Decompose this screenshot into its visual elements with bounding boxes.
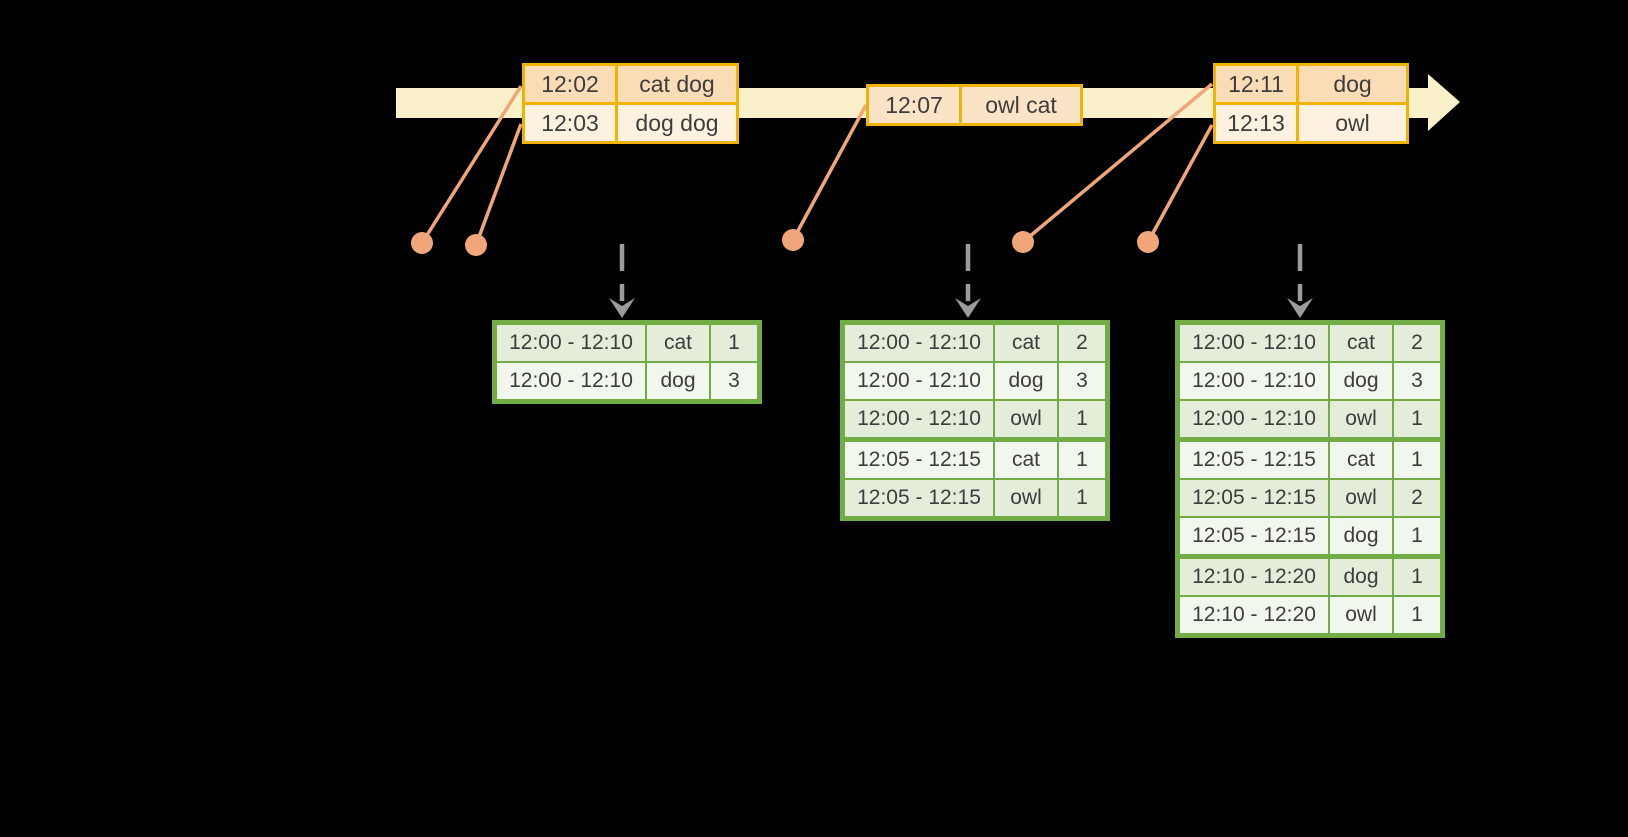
event-time-cell: 12:02 bbox=[522, 63, 618, 105]
count-cell: 3 bbox=[1057, 361, 1109, 401]
table-row: 12:00 - 12:10 owl 1 bbox=[841, 399, 1109, 442]
window-cell: 12:00 - 12:10 bbox=[1176, 321, 1330, 363]
table-row: 12:07 owl cat bbox=[866, 84, 1083, 126]
event-words-cell: cat dog bbox=[615, 63, 739, 105]
table-row: 12:00 - 12:10 dog 3 bbox=[1176, 361, 1444, 401]
table-row: 12:13 owl bbox=[1213, 102, 1409, 144]
table-row: 12:03 dog dog bbox=[522, 102, 739, 144]
event-dot bbox=[1137, 231, 1159, 253]
word-cell: dog bbox=[993, 361, 1059, 401]
count-cell: 1 bbox=[1057, 438, 1109, 480]
table-row: 12:00 - 12:10 cat 2 bbox=[1176, 321, 1444, 363]
event-table-1: 12:02 cat dog 12:03 dog dog bbox=[522, 63, 739, 144]
window-cell: 12:00 - 12:10 bbox=[493, 321, 647, 363]
word-cell: owl bbox=[993, 399, 1059, 442]
word-cell: cat bbox=[993, 438, 1059, 480]
table-row: 12:00 - 12:10 cat 2 bbox=[841, 321, 1109, 363]
event-dot bbox=[411, 232, 433, 254]
event-time-cell: 12:11 bbox=[1213, 63, 1299, 105]
table-row: 12:05 - 12:15 cat 1 bbox=[1176, 438, 1444, 480]
word-cell: cat bbox=[1328, 321, 1394, 363]
count-cell: 1 bbox=[1392, 555, 1444, 597]
event-table-2: 12:07 owl cat bbox=[866, 84, 1083, 126]
count-cell: 2 bbox=[1392, 321, 1444, 363]
window-cell: 12:05 - 12:15 bbox=[841, 438, 995, 480]
count-cell: 1 bbox=[1057, 399, 1109, 442]
table-row: 12:02 cat dog bbox=[522, 63, 739, 105]
table-row: 12:00 - 12:10 dog 3 bbox=[493, 361, 761, 403]
event-connector-line bbox=[1146, 124, 1214, 243]
table-row: 12:05 - 12:15 dog 1 bbox=[1176, 516, 1444, 559]
count-cell: 1 bbox=[1392, 399, 1444, 442]
table-row: 12:10 - 12:20 dog 1 bbox=[1176, 555, 1444, 597]
table-row: 12:00 - 12:10 owl 1 bbox=[1176, 399, 1444, 442]
table-row: 12:10 - 12:20 owl 1 bbox=[1176, 595, 1444, 637]
count-cell: 3 bbox=[1392, 361, 1444, 401]
event-time-cell: 12:13 bbox=[1213, 102, 1299, 144]
window-cell: 12:00 - 12:10 bbox=[1176, 361, 1330, 401]
word-cell: dog bbox=[1328, 555, 1394, 597]
count-cell: 2 bbox=[1392, 478, 1444, 518]
count-cell: 3 bbox=[709, 361, 761, 403]
event-table-3: 12:11 dog 12:13 owl bbox=[1213, 63, 1409, 144]
table-row: 12:05 - 12:15 owl 1 bbox=[841, 478, 1109, 520]
window-cell: 12:00 - 12:10 bbox=[841, 399, 995, 442]
word-cell: cat bbox=[993, 321, 1059, 363]
result-table-1: 12:00 - 12:10 cat 1 12:00 - 12:10 dog 3 bbox=[492, 320, 762, 404]
event-connector-line bbox=[420, 85, 523, 244]
event-words-cell: dog bbox=[1296, 63, 1409, 105]
event-dot bbox=[1012, 231, 1034, 253]
window-cell: 12:05 - 12:15 bbox=[1176, 438, 1330, 480]
count-cell: 2 bbox=[1057, 321, 1109, 363]
word-cell: owl bbox=[1328, 399, 1394, 442]
word-cell: dog bbox=[1328, 361, 1394, 401]
count-cell: 1 bbox=[709, 321, 761, 363]
timeline-arrowhead-icon bbox=[1428, 74, 1460, 131]
result-table-3: 12:00 - 12:10 cat 2 12:00 - 12:10 dog 3 … bbox=[1175, 320, 1445, 638]
trigger-arrowhead-icon bbox=[1287, 298, 1313, 318]
window-cell: 12:05 - 12:15 bbox=[1176, 478, 1330, 518]
table-row: 12:00 - 12:10 cat 1 bbox=[493, 321, 761, 363]
event-words-cell: owl cat bbox=[959, 84, 1083, 126]
count-cell: 1 bbox=[1392, 516, 1444, 559]
word-cell: cat bbox=[1328, 438, 1394, 480]
window-cell: 12:05 - 12:15 bbox=[1176, 516, 1330, 559]
event-time-cell: 12:07 bbox=[866, 84, 962, 126]
word-cell: dog bbox=[645, 361, 711, 403]
trigger-arrowhead-icon bbox=[955, 298, 981, 318]
event-dot bbox=[465, 234, 487, 256]
event-connector-line bbox=[791, 104, 868, 241]
count-cell: 1 bbox=[1392, 595, 1444, 637]
count-cell: 1 bbox=[1392, 438, 1444, 480]
table-row: 12:05 - 12:15 cat 1 bbox=[841, 438, 1109, 480]
table-row: 12:05 - 12:15 owl 2 bbox=[1176, 478, 1444, 518]
event-words-cell: owl bbox=[1296, 102, 1409, 144]
window-cell: 12:00 - 12:10 bbox=[841, 321, 995, 363]
event-dot bbox=[782, 229, 804, 251]
table-row: 12:11 dog bbox=[1213, 63, 1409, 105]
result-table-2: 12:00 - 12:10 cat 2 12:00 - 12:10 dog 3 … bbox=[840, 320, 1110, 521]
event-time-cell: 12:03 bbox=[522, 102, 618, 144]
event-connector-line bbox=[474, 123, 523, 246]
word-cell: owl bbox=[1328, 478, 1394, 518]
word-cell: dog bbox=[1328, 516, 1394, 559]
table-row: 12:00 - 12:10 dog 3 bbox=[841, 361, 1109, 401]
window-cell: 12:10 - 12:20 bbox=[1176, 595, 1330, 637]
count-cell: 1 bbox=[1057, 478, 1109, 520]
word-cell: owl bbox=[993, 478, 1059, 520]
window-cell: 12:00 - 12:10 bbox=[841, 361, 995, 401]
word-cell: cat bbox=[645, 321, 711, 363]
window-cell: 12:00 - 12:10 bbox=[1176, 399, 1330, 442]
window-cell: 12:00 - 12:10 bbox=[493, 361, 647, 403]
word-cell: owl bbox=[1328, 595, 1394, 637]
trigger-arrowhead-icon bbox=[609, 298, 635, 318]
window-cell: 12:05 - 12:15 bbox=[841, 478, 995, 520]
event-words-cell: dog dog bbox=[615, 102, 739, 144]
window-cell: 12:10 - 12:20 bbox=[1176, 555, 1330, 597]
event-connector-line bbox=[1021, 82, 1214, 244]
